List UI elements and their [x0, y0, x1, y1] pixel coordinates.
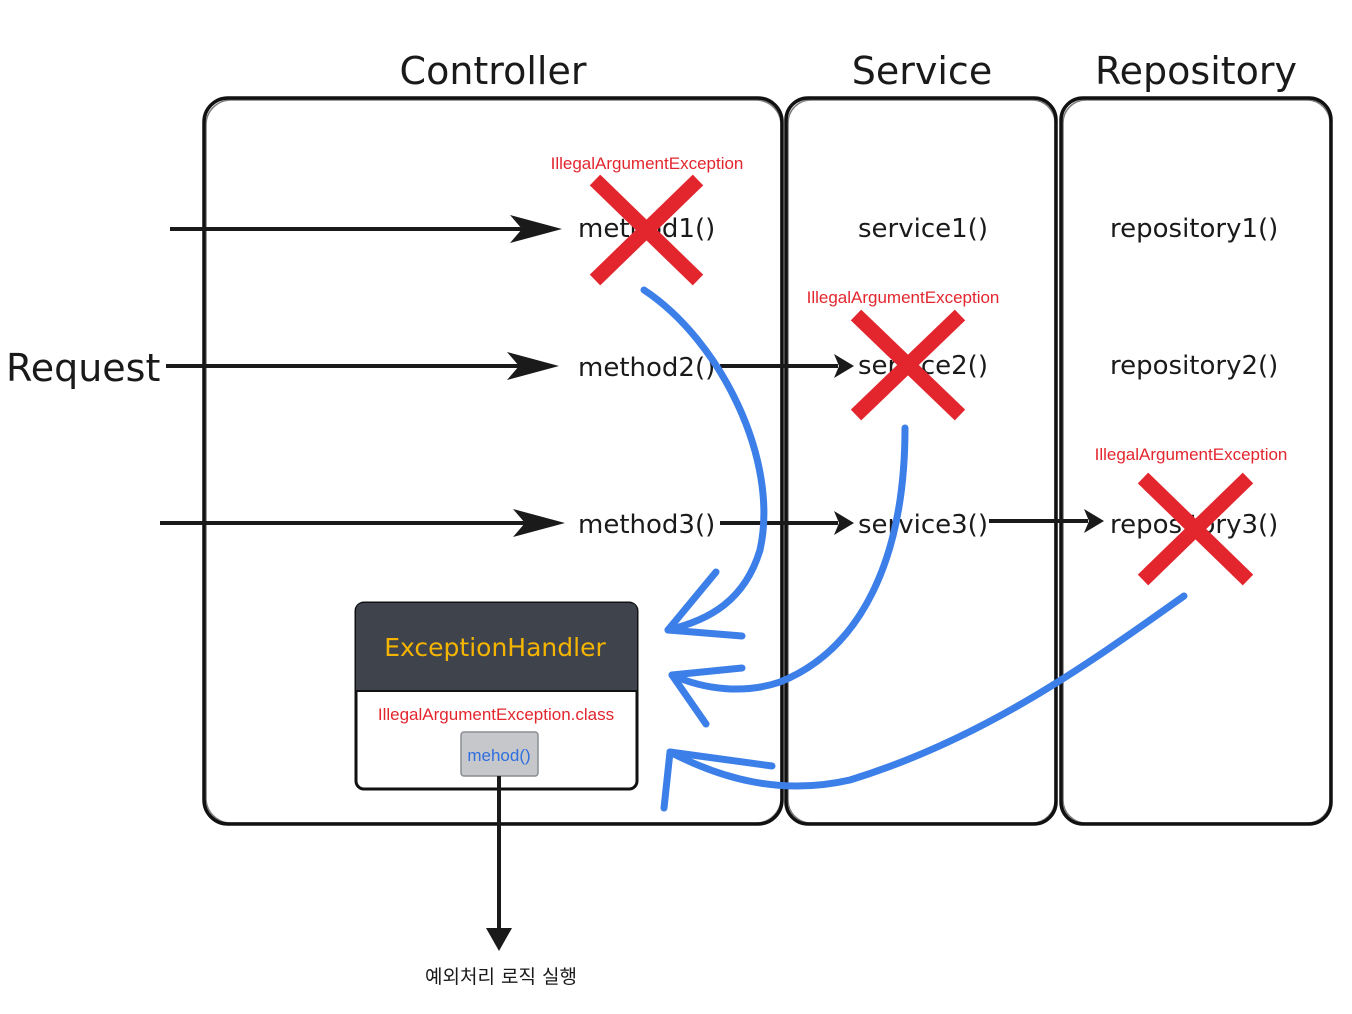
- exception-flow-method1: [640, 286, 768, 640]
- error-x-icon-service2: [850, 309, 966, 421]
- service-method-1: service1(): [858, 214, 988, 244]
- error-x-icon-repository3: [1137, 472, 1254, 586]
- repository-title: Repository: [1095, 49, 1297, 93]
- service-method-3: service3(): [858, 510, 988, 540]
- handler-method-label: mehod(): [467, 746, 530, 765]
- exception-flow-service2: [668, 424, 909, 728]
- result-label: 예외처리 로직 실행: [425, 966, 577, 988]
- repository-method-1: repository1(): [1110, 214, 1278, 244]
- controller-title: Controller: [400, 49, 587, 93]
- exception-handler-class: IllegalArgumentException.class: [378, 705, 614, 724]
- request-arrow-3: [160, 509, 565, 537]
- repository-panel: [1059, 96, 1333, 826]
- service-panel: [784, 96, 1058, 826]
- call-arrow-service3-repository3: [989, 509, 1104, 533]
- service-title: Service: [852, 49, 992, 93]
- controller-method-2: method2(): [578, 353, 715, 383]
- request-arrow-1: [170, 215, 562, 243]
- call-arrow-method2-service2: [720, 354, 854, 378]
- exception-label-method1: IllegalArgumentException: [551, 154, 744, 173]
- request-label: Request: [6, 346, 160, 390]
- call-arrow-method3-service3: [720, 511, 854, 535]
- error-x-icon-method1: [589, 174, 704, 286]
- controller-panel: [202, 96, 784, 826]
- exception-handler-title: ExceptionHandler: [384, 633, 606, 662]
- exception-handler-header: [356, 603, 637, 691]
- handler-result-arrow: [486, 776, 512, 951]
- controller-method-3: method3(): [578, 510, 715, 540]
- exception-flow-repository3: [660, 592, 1188, 812]
- exception-label-service2: IllegalArgumentException: [807, 288, 1000, 307]
- request-arrow-2: [166, 352, 559, 380]
- exception-label-repository3: IllegalArgumentException: [1095, 445, 1288, 464]
- repository-method-2: repository2(): [1110, 351, 1278, 381]
- exception-handler-card: ExceptionHandler IllegalArgumentExceptio…: [354, 601, 639, 791]
